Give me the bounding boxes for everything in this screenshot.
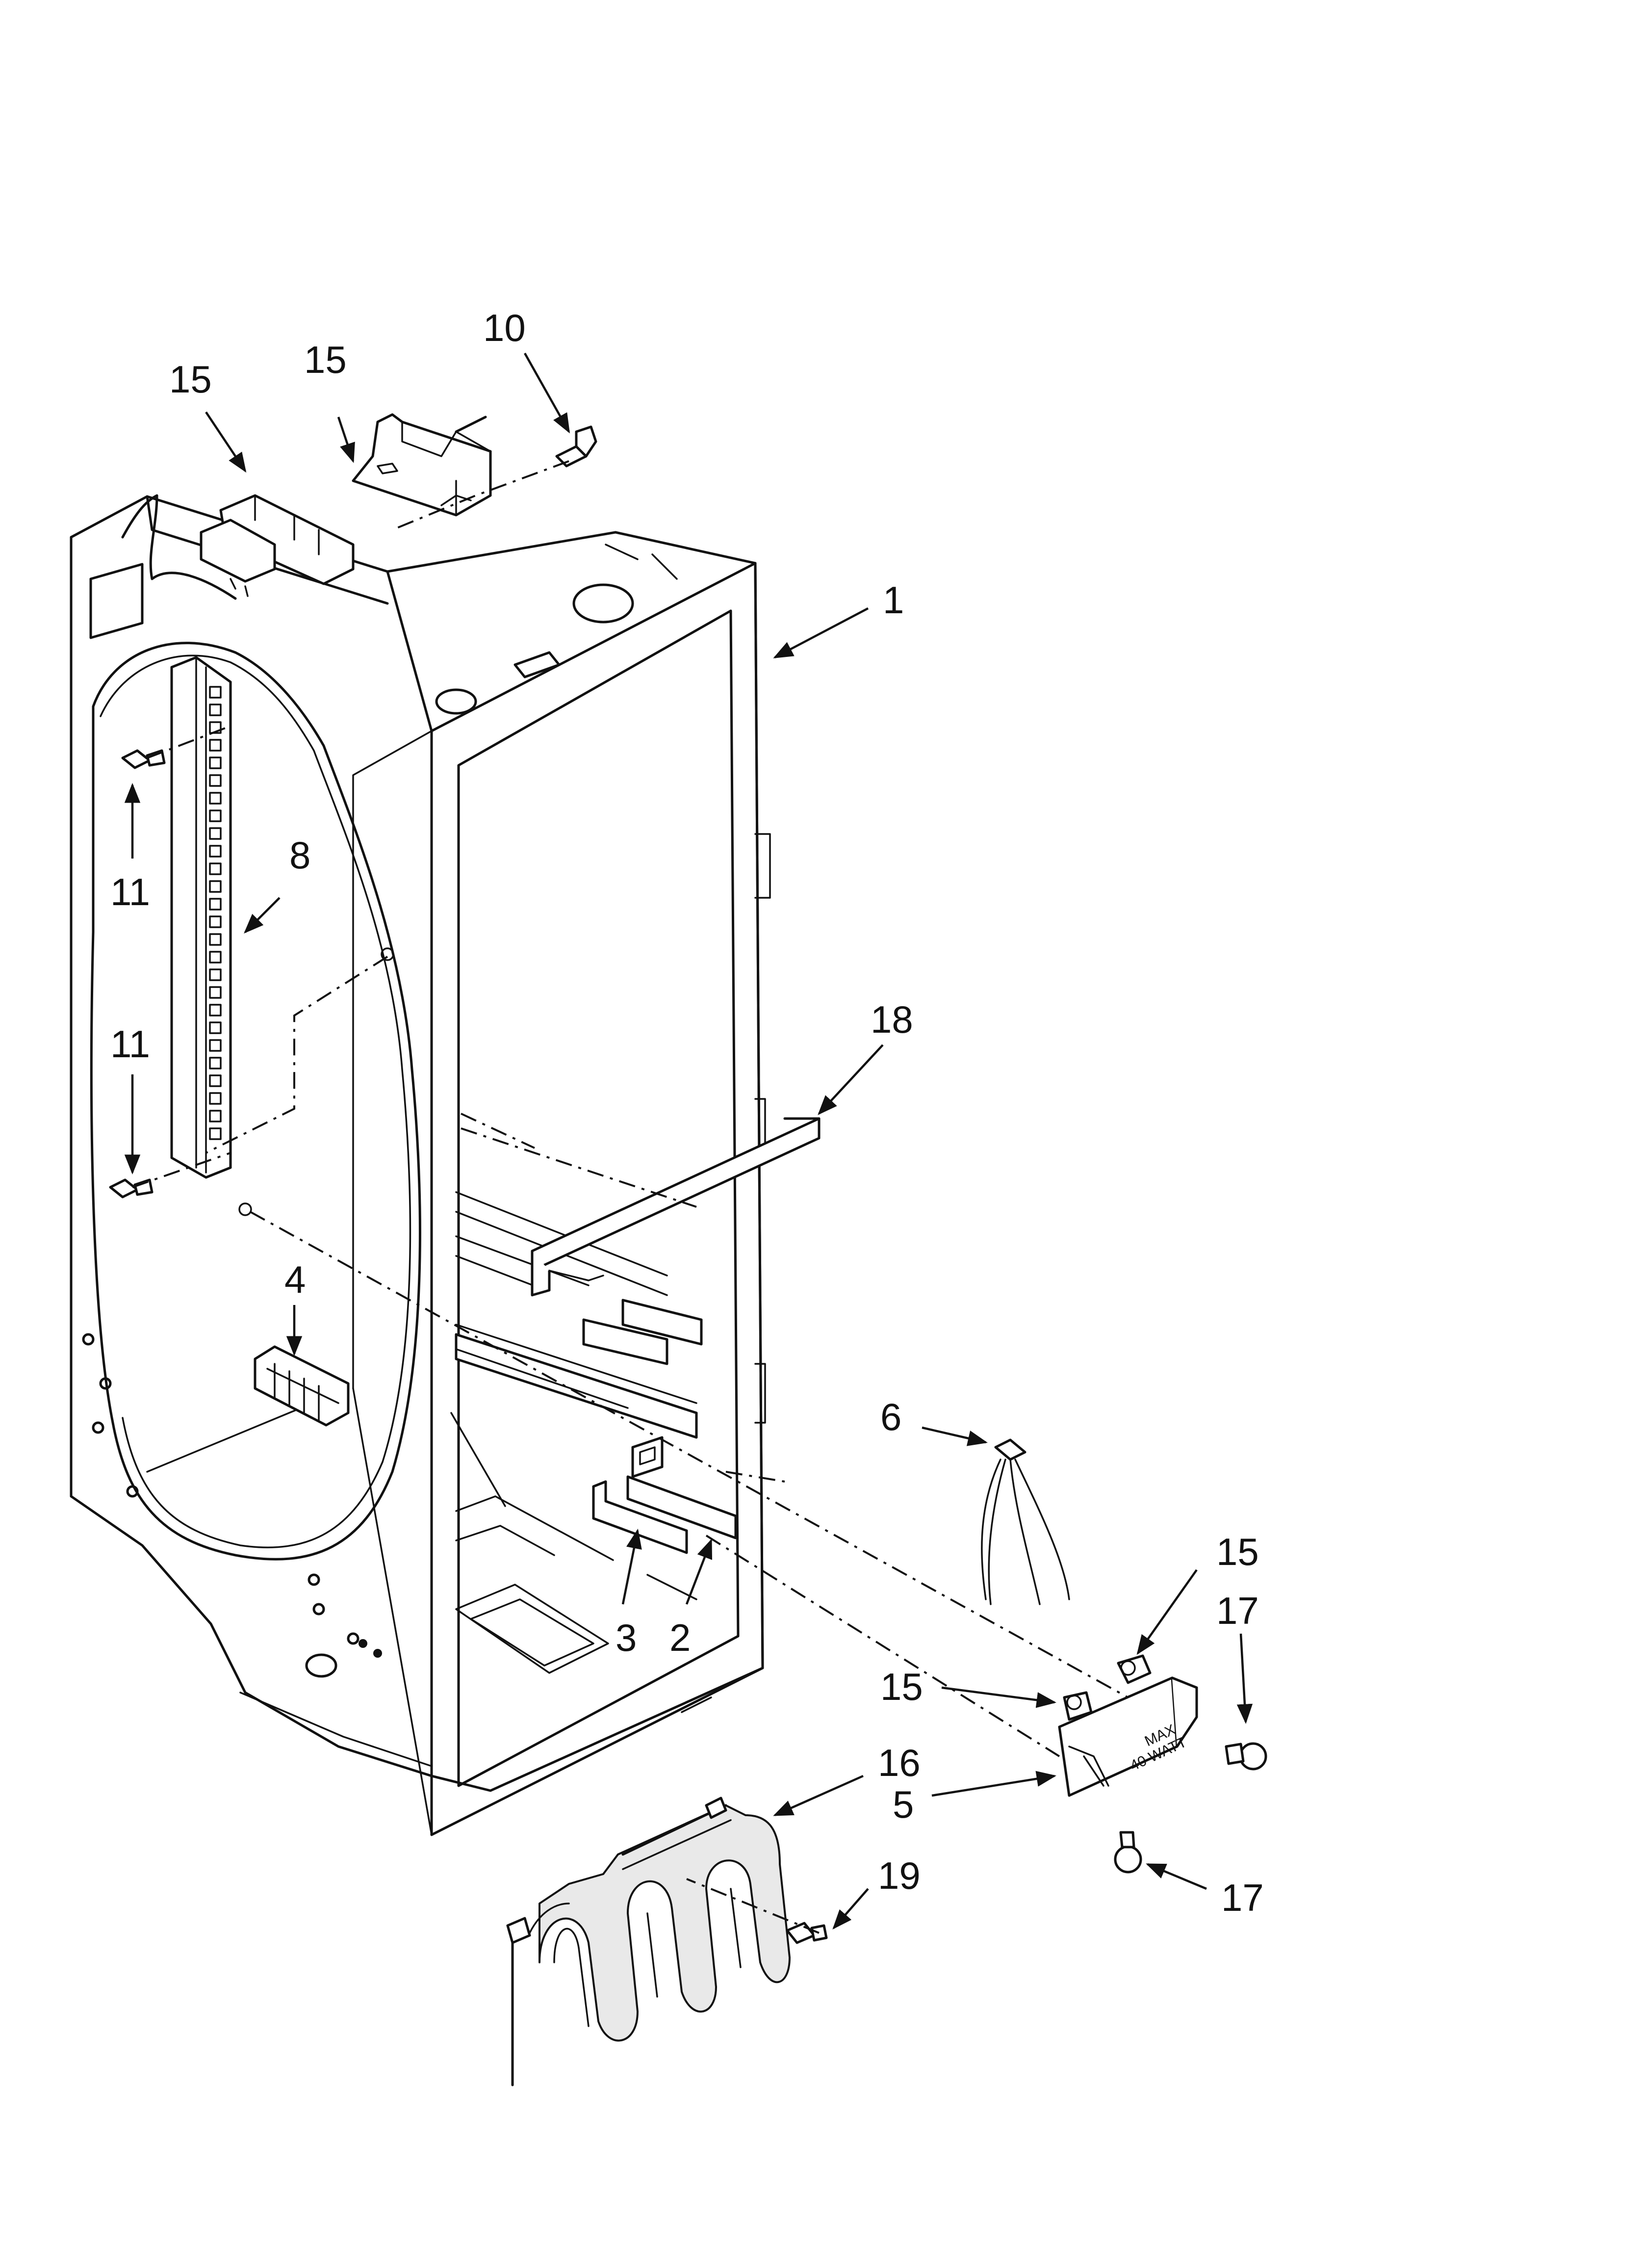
shelf-ladder-bracket	[170, 656, 232, 1179]
bracket-slot	[209, 862, 222, 875]
screw-11-upper	[121, 749, 166, 769]
bracket-slot	[209, 845, 222, 858]
bracket-slot	[209, 1057, 222, 1069]
callout-19: 19	[878, 1854, 921, 1897]
callout-17-lower: 17	[1221, 1876, 1264, 1919]
callout-15-lower: 15	[880, 1665, 923, 1708]
bracket-slot	[209, 986, 222, 999]
bracket-slot	[209, 774, 222, 787]
plug-17-upper	[1225, 1742, 1267, 1771]
callout-11-lower: 11	[110, 1022, 150, 1066]
callout-11-upper: 11	[110, 870, 150, 913]
callout-labels: 1 10 15 15 8 11 11 18 4 6 3 2 15 17 15 1…	[110, 306, 1264, 1919]
callout-5: 5	[893, 1783, 914, 1826]
bracket-slot	[209, 1110, 222, 1122]
bracket-slot	[209, 721, 222, 734]
callout-14: 15	[304, 338, 347, 381]
assembly-guide-lines	[132, 460, 1129, 1934]
wire-harness	[981, 1438, 1070, 1605]
evaporator-coil	[506, 1797, 791, 2086]
bracket-slot	[209, 704, 222, 716]
callout-13: 15	[169, 358, 212, 401]
module-bracket-cover	[352, 413, 492, 517]
bracket-slot	[209, 1092, 222, 1105]
callout-4: 4	[284, 1258, 306, 1301]
bracket-slot	[209, 827, 222, 840]
bracket-slot	[209, 686, 222, 699]
bracket-slot	[209, 1004, 222, 1017]
callout-16: 16	[878, 1741, 921, 1784]
bracket-slot	[209, 792, 222, 805]
bracket-slot	[209, 756, 222, 769]
callout-8: 8	[289, 834, 310, 877]
bracket-slot	[209, 809, 222, 822]
screw-10	[555, 425, 597, 468]
callout-arrows	[124, 352, 1253, 1930]
bracket-slot	[209, 951, 222, 964]
callout-17-upper: 17	[1216, 1589, 1259, 1632]
bracket-slot	[209, 1021, 222, 1034]
screw-19	[786, 1922, 828, 1944]
shelf-support-channel	[531, 1117, 821, 1297]
callout-15-upper: 15	[1216, 1530, 1259, 1573]
bracket-slot	[209, 933, 222, 946]
bracket-slot	[209, 915, 222, 928]
callout-2: 2	[669, 1616, 691, 1659]
bracket-slot	[209, 880, 222, 893]
clip-15-lower	[1063, 1691, 1093, 1721]
control-bracket-parts	[592, 1436, 737, 1554]
callout-18: 18	[871, 998, 913, 1041]
bracket-slot	[209, 968, 222, 981]
refrigerator-liner	[70, 494, 771, 1836]
clip-15-upper	[1117, 1654, 1152, 1684]
screw-11-lower	[109, 1178, 154, 1199]
callout-3: 3	[616, 1616, 637, 1659]
bracket-slot	[209, 1039, 222, 1052]
callout-10: 10	[483, 306, 526, 349]
bracket-slot	[209, 898, 222, 911]
plug-17-lower	[1114, 1831, 1142, 1874]
callout-6: 6	[880, 1395, 901, 1438]
bracket-slot	[209, 739, 222, 752]
air-vent-grille	[254, 1345, 350, 1427]
bracket-slot	[209, 1127, 222, 1140]
callout-1: 1	[883, 578, 904, 622]
bracket-slot	[209, 1074, 222, 1087]
control-module	[200, 494, 355, 597]
